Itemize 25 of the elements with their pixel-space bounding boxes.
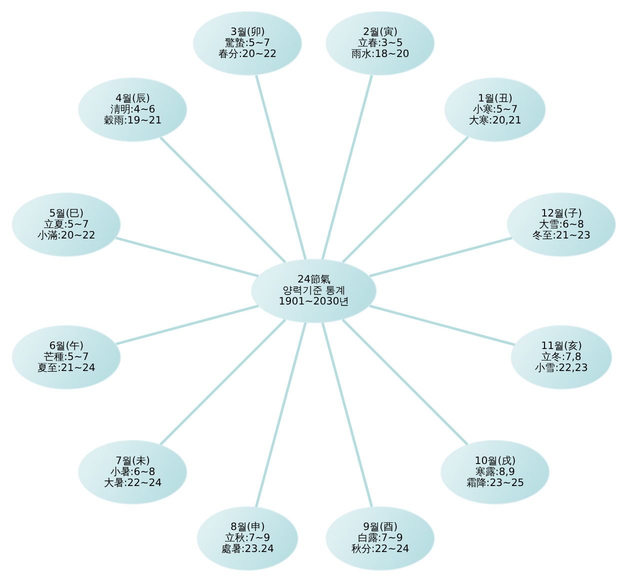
node-ellipse: 5월(巳) 立夏:5~7 小滿:20~22 (12, 192, 122, 257)
node-ellipse: 24節氣 양력기준 통계 1901~2030년 (251, 258, 377, 324)
connector (369, 304, 516, 346)
connector (254, 322, 307, 508)
node-ellipse: 12월(子) 大雪:6~8 冬至:21~23 (506, 192, 616, 257)
connector (369, 236, 512, 278)
node-ellipse: 3월(卯) 驚蟄:5~7 春分:20~22 (193, 11, 302, 76)
node-ellipse: 2월(寅) 立春:3~5 雨水:18~20 (326, 11, 435, 76)
node-ellipse: 9월(酉) 白露:7~9 秋分:22~24 (326, 506, 435, 571)
connector (116, 304, 259, 346)
connector (254, 74, 307, 260)
node-ellipse: 10월(戌) 寒露:8,9 霜降:23~25 (440, 440, 550, 504)
connector (342, 136, 470, 264)
node-ellipse: 6월(午) 芒種:5~7 夏至:21~24 (12, 325, 122, 390)
connector (160, 318, 286, 446)
node-ellipse: 4월(辰) 淸明:4~6 穀雨:19~21 (78, 78, 188, 142)
node-ellipse: 8월(申) 立秋:7~9 處暑:23.24 (196, 506, 298, 571)
connector (160, 136, 286, 264)
node-ellipse: 7월(未) 小暑:6~8 大暑:22~24 (78, 440, 188, 504)
connector (342, 318, 468, 446)
connector (321, 322, 374, 508)
node-ellipse: 1월(丑) 小寒:5~7 大寒:20,21 (444, 78, 546, 142)
connector (116, 236, 259, 278)
connector (321, 74, 374, 260)
node-ellipse: 11월(亥) 立冬:7,8 小雪:22,23 (510, 325, 612, 390)
